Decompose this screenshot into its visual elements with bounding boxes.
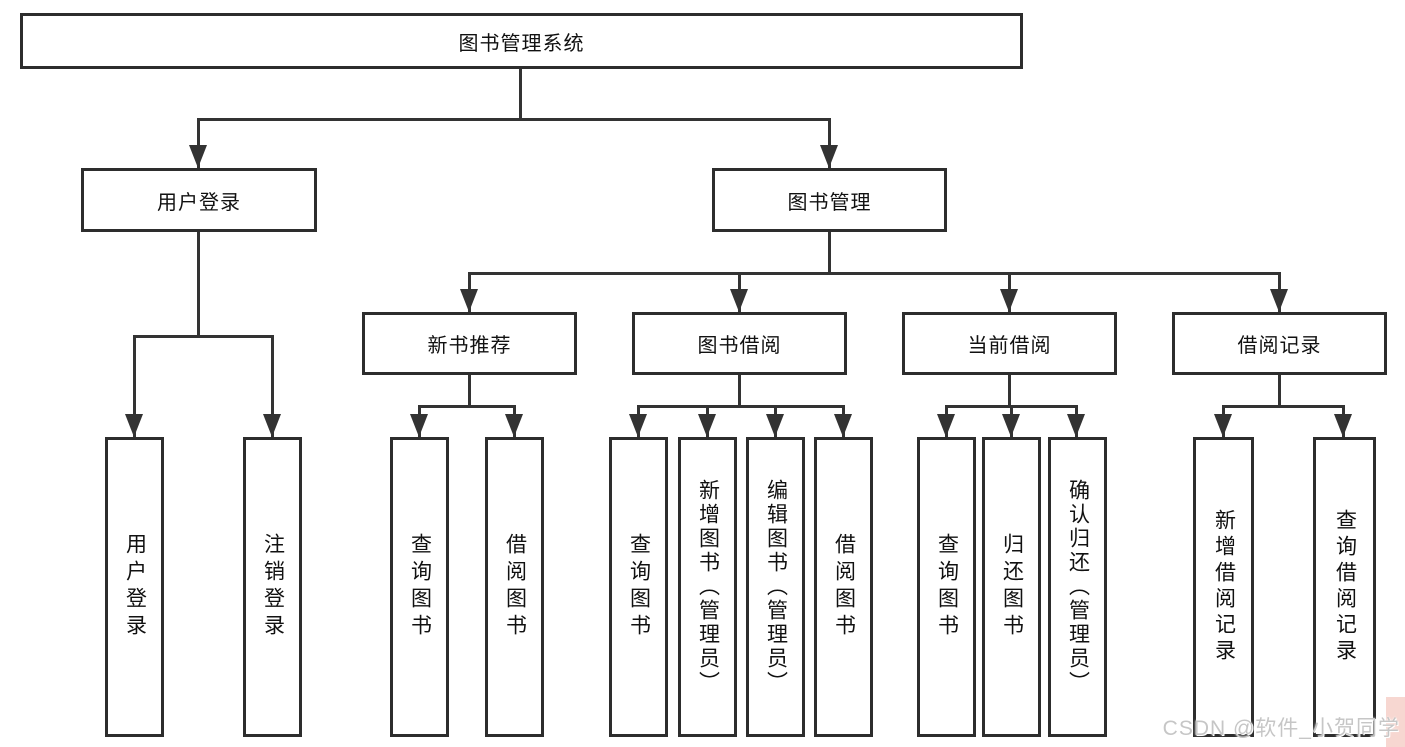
leaf-label: 新增借阅记录 xyxy=(1212,509,1236,665)
arrowhead-down-icon xyxy=(1334,414,1352,437)
leaf-user-login: 用户登录 xyxy=(105,437,164,737)
leaf-label: 注销登录 xyxy=(261,533,285,641)
arrowhead-down-icon xyxy=(629,414,647,437)
leaf-borrow-books: 借阅图书 xyxy=(814,437,873,737)
leaf-label: 查询图书 xyxy=(935,533,959,641)
node-book-management: 图书管理 xyxy=(712,168,947,232)
leaf-query-books: 查询图书 xyxy=(609,437,668,737)
watermark-text: CSDN @软件_小贺同学 xyxy=(1162,717,1400,740)
node-root: 图书管理系统 xyxy=(20,13,1023,69)
leaf-label: 确认归还（管理员） xyxy=(1066,479,1090,695)
arrowhead-down-icon xyxy=(263,414,281,437)
connector-line xyxy=(133,335,136,437)
connector-line xyxy=(133,335,273,338)
leaf-label: 查询图书 xyxy=(408,533,432,641)
leaf-label: 用户登录 xyxy=(123,533,147,641)
leaf-borrow-books: 借阅图书 xyxy=(485,437,544,737)
node-label: 新书推荐 xyxy=(427,335,512,357)
leaf-query-borrow-record: 查询借阅记录 xyxy=(1313,437,1376,737)
arrowhead-down-icon xyxy=(1000,289,1018,312)
arrowhead-down-icon xyxy=(1002,414,1020,437)
node-user-login: 用户登录 xyxy=(81,168,317,232)
arrowhead-down-icon xyxy=(410,414,428,437)
connector-line xyxy=(271,335,274,437)
connector-line xyxy=(828,232,831,275)
arrowhead-down-icon xyxy=(937,414,955,437)
arrowhead-down-icon xyxy=(834,414,852,437)
leaf-add-borrow-record: 新增借阅记录 xyxy=(1193,437,1254,737)
connector-line xyxy=(468,375,471,408)
leaf-label: 借阅图书 xyxy=(503,533,527,641)
arrowhead-down-icon xyxy=(1270,289,1288,312)
leaf-edit-books-admin: 编辑图书（管理员） xyxy=(746,437,805,737)
connector-line xyxy=(519,69,522,121)
node-label: 图书借阅 xyxy=(697,335,782,357)
connector-line xyxy=(828,118,831,168)
connector-line xyxy=(418,405,516,408)
node-label: 图书管理 xyxy=(787,191,872,214)
leaf-label: 新增图书（管理员） xyxy=(696,479,720,695)
node-new-book-recommend: 新书推荐 xyxy=(362,312,577,375)
watermark-tint xyxy=(1386,697,1405,747)
node-current-borrow: 当前借阅 xyxy=(902,312,1117,375)
node-root-label: 图书管理系统 xyxy=(458,32,585,55)
node-label: 借阅记录 xyxy=(1237,335,1322,357)
leaf-label: 查询图书 xyxy=(627,533,651,641)
connector-line xyxy=(197,118,831,121)
node-label: 用户登录 xyxy=(157,191,241,214)
connector-line xyxy=(637,405,844,408)
connector-line xyxy=(1008,375,1011,408)
node-book-borrow: 图书借阅 xyxy=(632,312,847,375)
arrowhead-down-icon xyxy=(730,289,748,312)
leaf-label: 编辑图书（管理员） xyxy=(764,479,788,695)
connector-line xyxy=(1222,405,1345,408)
arrowhead-down-icon xyxy=(189,145,207,168)
arrowhead-down-icon xyxy=(1214,414,1232,437)
leaf-return-books: 归还图书 xyxy=(982,437,1041,737)
leaf-confirm-return-admin: 确认归还（管理员） xyxy=(1048,437,1107,737)
connector-line xyxy=(197,232,200,338)
leaf-logout: 注销登录 xyxy=(243,437,302,737)
node-borrow-records: 借阅记录 xyxy=(1172,312,1387,375)
arrowhead-down-icon xyxy=(698,414,716,437)
connector-line xyxy=(197,118,200,168)
connector-line xyxy=(468,272,1281,275)
arrowhead-down-icon xyxy=(505,414,523,437)
arrowhead-down-icon xyxy=(125,414,143,437)
leaf-query-books: 查询图书 xyxy=(917,437,976,737)
leaf-label: 归还图书 xyxy=(1000,533,1024,641)
connector-line xyxy=(1278,375,1281,408)
connector-line xyxy=(738,375,741,408)
leaf-add-books-admin: 新增图书（管理员） xyxy=(678,437,737,737)
leaf-label: 查询借阅记录 xyxy=(1333,509,1357,665)
arrowhead-down-icon xyxy=(460,289,478,312)
leaf-query-books: 查询图书 xyxy=(390,437,449,737)
arrowhead-down-icon xyxy=(1067,414,1085,437)
node-label: 当前借阅 xyxy=(967,335,1052,357)
arrowhead-down-icon xyxy=(820,145,838,168)
arrowhead-down-icon xyxy=(766,414,784,437)
leaf-label: 借阅图书 xyxy=(832,533,856,641)
